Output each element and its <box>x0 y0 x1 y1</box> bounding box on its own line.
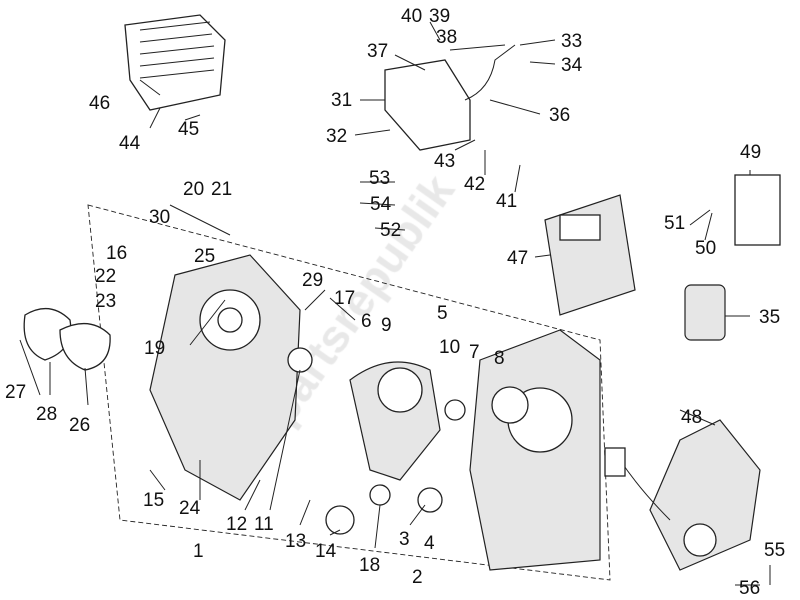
callout-36: 36 <box>549 105 570 126</box>
callout-7: 7 <box>469 342 480 363</box>
callout-14: 14 <box>315 541 337 562</box>
bearing-8 <box>444 399 466 421</box>
callout-34: 34 <box>561 55 583 76</box>
callout-10: 10 <box>439 337 460 358</box>
callout-56: 56 <box>739 578 760 599</box>
callout-35: 35 <box>759 307 780 328</box>
callout-47: 47 <box>507 248 528 269</box>
control-bracket <box>384 44 516 151</box>
callout-25: 25 <box>194 246 215 267</box>
callout-51: 51 <box>664 213 685 234</box>
callout-1: 1 <box>193 541 204 562</box>
callout-26: 26 <box>69 415 90 436</box>
callout-15: 15 <box>143 490 164 511</box>
assembly-frame <box>87 204 611 581</box>
ecu-module <box>544 194 636 316</box>
electric-motor <box>604 419 761 571</box>
callout-37: 37 <box>367 41 388 62</box>
callout-labels: 1 2 3 4 5 6 7 8 9 10 11 12 13 14 15 16 1… <box>5 6 785 599</box>
callout-9: 9 <box>381 315 392 336</box>
voltage-regulator <box>124 14 226 111</box>
relay-49 <box>734 174 781 246</box>
callout-38: 38 <box>436 27 457 48</box>
callout-13: 13 <box>285 531 306 552</box>
callout-44: 44 <box>119 133 141 154</box>
callout-16: 16 <box>106 243 127 264</box>
callout-32: 32 <box>326 126 347 147</box>
gear-assembly <box>349 361 441 506</box>
callout-54: 54 <box>370 194 392 215</box>
bearing-4 <box>417 487 443 513</box>
callout-19: 19 <box>144 338 165 359</box>
callout-48: 48 <box>681 407 702 428</box>
left-crankcase-cover <box>149 254 301 501</box>
callout-23: 23 <box>95 291 116 312</box>
gasket-26 <box>59 323 111 371</box>
callout-12: 12 <box>226 514 247 535</box>
callout-43: 43 <box>434 151 455 172</box>
callout-6: 6 <box>361 311 372 332</box>
callout-18: 18 <box>359 555 380 576</box>
bearing-12 <box>287 347 313 373</box>
callout-4: 4 <box>424 533 435 554</box>
callout-53: 53 <box>369 168 390 189</box>
callout-29: 29 <box>302 270 323 291</box>
callout-11: 11 <box>254 514 274 535</box>
callout-3: 3 <box>399 529 410 550</box>
callout-22: 22 <box>95 266 116 287</box>
callout-8: 8 <box>494 348 505 369</box>
callout-46: 46 <box>89 93 110 114</box>
callout-17: 17 <box>334 288 355 309</box>
callout-39: 39 <box>429 6 450 27</box>
relay-35 <box>684 284 726 341</box>
callout-42: 42 <box>464 174 485 195</box>
callout-52: 52 <box>380 220 401 241</box>
bearing-14 <box>325 505 355 535</box>
callout-30: 30 <box>149 207 170 228</box>
callout-40: 40 <box>401 6 422 27</box>
callout-49: 49 <box>740 142 761 163</box>
callout-41: 41 <box>496 191 517 212</box>
callout-24: 24 <box>179 498 201 519</box>
callout-45: 45 <box>178 119 199 140</box>
callout-21: 21 <box>211 179 232 200</box>
right-crankcase-cover <box>469 329 601 571</box>
callout-2: 2 <box>412 567 423 588</box>
callout-20: 20 <box>183 179 204 200</box>
callout-5: 5 <box>437 303 448 324</box>
callout-28: 28 <box>36 404 57 425</box>
callout-27: 27 <box>5 382 26 403</box>
callout-33: 33 <box>561 31 582 52</box>
callout-55: 55 <box>764 540 785 561</box>
callout-50: 50 <box>695 238 716 259</box>
callout-31: 31 <box>331 90 352 111</box>
